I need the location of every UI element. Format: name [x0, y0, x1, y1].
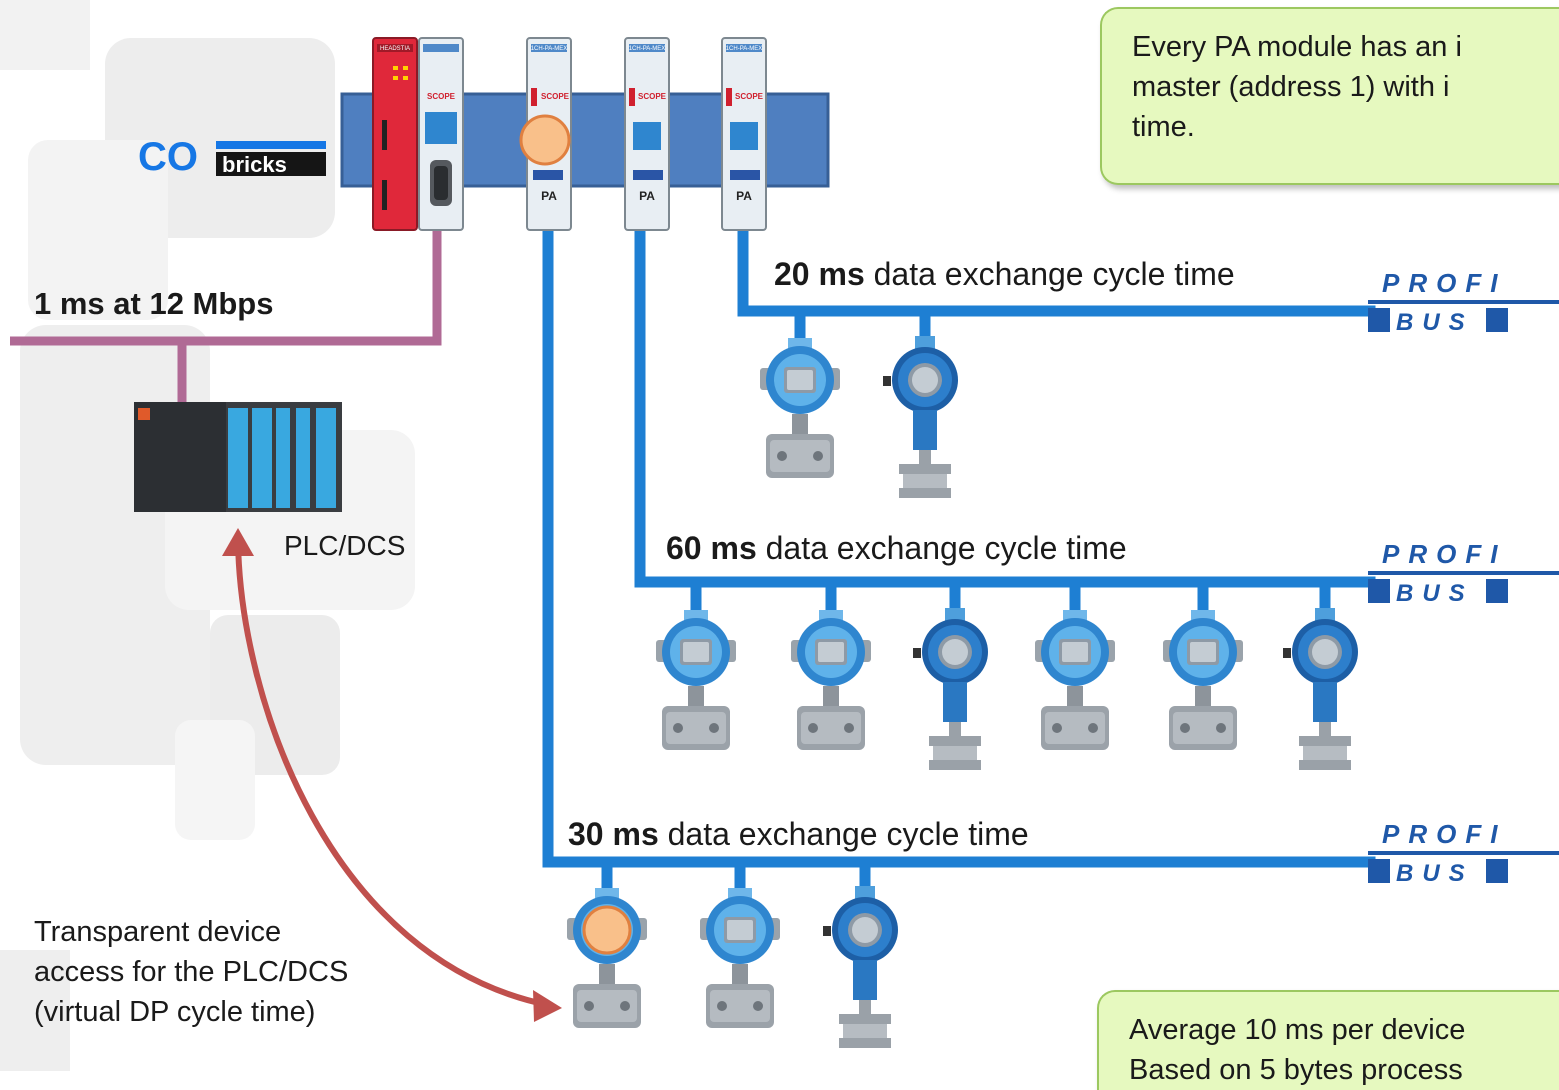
note-line: (virtual DP cycle time) — [34, 996, 316, 1028]
svg-text:BUS: BUS — [1396, 580, 1474, 607]
pa-module-2 — [624, 37, 670, 231]
transparent-access-note: Transparent device access for the PLC/DC… — [34, 912, 348, 1032]
profibus-logo: PROFI BUS — [1368, 819, 1559, 887]
segment-time: 20 ms — [774, 256, 865, 292]
note-line: Transparent device — [34, 916, 282, 948]
scope-module-name: SCOPE — [427, 92, 456, 101]
pa-module-2-bus: PA — [639, 189, 655, 203]
svg-text:PROFI: PROFI — [1382, 268, 1506, 298]
flow-transmitter-icon — [913, 608, 988, 770]
arrow-head-right — [533, 990, 562, 1022]
svg-text:PROFI: PROFI — [1382, 819, 1506, 849]
svg-text:BUS: BUS — [1396, 860, 1474, 887]
pa-module-1 — [519, 37, 572, 231]
segment-time: 60 ms — [666, 530, 757, 566]
pa-module-3-bus: PA — [736, 189, 752, 203]
callout-line: Based on 5 bytes process — [1129, 1054, 1463, 1086]
segment-20ms-label: 20 ms data exchange cycle time — [774, 256, 1235, 293]
pa-module-1-bus: PA — [541, 189, 557, 203]
pa-module-3-name: 1CH-PA-MEX — [726, 46, 763, 52]
head-module-name: HEADSTIA — [380, 46, 410, 52]
pa-master-callout: Every PA module has an i master (address… — [1100, 7, 1559, 185]
segment-text: data exchange cycle time — [756, 530, 1127, 566]
segment-30ms-label: 30 ms data exchange cycle time — [568, 816, 1029, 853]
highlight-marker — [582, 905, 632, 955]
segment-60ms-label: 60 ms data exchange cycle time — [666, 530, 1127, 567]
flow-transmitter-icon — [823, 886, 898, 1048]
callout-line: time. — [1132, 111, 1195, 143]
pressure-transmitter-icon — [700, 888, 780, 1028]
pressure-transmitter-icon — [1163, 610, 1243, 750]
logo-prefix: CO — [138, 135, 198, 179]
pa-module-3 — [721, 37, 767, 231]
scope-module — [418, 37, 464, 231]
pressure-transmitter-icon — [791, 610, 871, 750]
pa-module-3-scope: SCOPE — [735, 92, 764, 101]
callout-line: Average 10 ms per device — [1129, 1014, 1466, 1046]
segment-text: data exchange cycle time — [658, 816, 1029, 852]
callout-line: master (address 1) with i — [1132, 71, 1450, 103]
pa-module-1-name: 1CH-PA-MEX — [531, 46, 568, 52]
pressure-transmitter-icon — [760, 338, 840, 478]
pressure-transmitter-icon — [656, 610, 736, 750]
profibus-dp-line — [10, 225, 442, 402]
head-module — [372, 37, 418, 231]
segment-time: 30 ms — [568, 816, 659, 852]
plc-dcs-rack — [134, 402, 342, 512]
svg-text:BUS: BUS — [1396, 309, 1474, 336]
note-line: access for the PLC/DCS — [34, 956, 349, 988]
profibus-logo: PROFI BUS — [1368, 539, 1559, 607]
average-cycle-callout: Average 10 ms per device Based on 5 byte… — [1097, 990, 1559, 1090]
pa-module-1-scope: SCOPE — [541, 92, 570, 101]
callout-line: Every PA module has an i — [1132, 31, 1462, 63]
arrow-head-up — [222, 528, 254, 556]
dp-speed-label: 1 ms at 12 Mbps — [34, 286, 274, 321]
combricks-logo: CO bricks — [138, 135, 326, 179]
flow-transmitter-icon — [1283, 608, 1358, 770]
pa-module-2-name: 1CH-PA-MEX — [629, 46, 666, 52]
transparent-access-arrow — [235, 539, 549, 1008]
profibus-logo: PROFI BUS — [1368, 268, 1559, 336]
flow-transmitter-icon — [883, 336, 958, 498]
logo-suffix: bricks — [222, 152, 287, 177]
plc-dcs-label: PLC/DCS — [284, 530, 406, 561]
highlight-marker — [519, 114, 571, 166]
svg-text:PROFI: PROFI — [1382, 539, 1506, 569]
pressure-transmitter-icon — [1035, 610, 1115, 750]
segment-text: data exchange cycle time — [864, 256, 1235, 292]
pa-module-2-scope: SCOPE — [638, 92, 667, 101]
